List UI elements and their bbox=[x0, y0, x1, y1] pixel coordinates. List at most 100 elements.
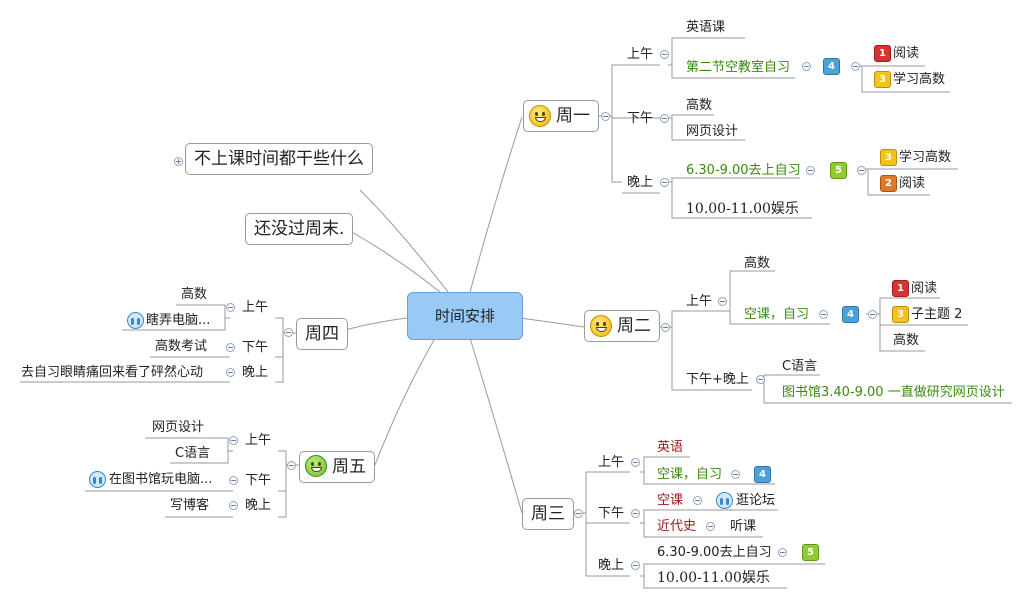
wed-am-label[interactable]: 上午 bbox=[598, 455, 625, 470]
tuesday-label: 周二 bbox=[617, 316, 651, 336]
collapse-icon[interactable] bbox=[778, 548, 787, 557]
wed-pm-sub-item[interactable]: 逛论坛 bbox=[736, 493, 776, 508]
collapse-icon[interactable] bbox=[229, 476, 238, 485]
thu-pm-item[interactable]: 高数考试 bbox=[155, 339, 208, 354]
topic-weekend[interactable]: 还没过周末. bbox=[245, 213, 354, 245]
collapse-icon[interactable] bbox=[819, 310, 828, 319]
fri-eve-item[interactable]: 写博客 bbox=[170, 498, 210, 513]
thu-eve-label[interactable]: 晚上 bbox=[242, 365, 269, 380]
tue-pm-eve-item[interactable]: C语言 bbox=[782, 359, 818, 374]
wed-eve-label[interactable]: 晚上 bbox=[598, 558, 625, 573]
fri-pm-item[interactable]: 在图书馆玩电脑... bbox=[109, 472, 213, 487]
tue-am-item[interactable]: 空课，自习 bbox=[744, 307, 810, 322]
wed-eve-item[interactable]: 10.00-11.00娱乐 bbox=[657, 570, 770, 586]
collapse-icon[interactable] bbox=[660, 50, 669, 59]
priority-badge-icon: 4 bbox=[754, 466, 771, 483]
wed-am-item[interactable]: 英语 bbox=[657, 440, 684, 455]
topic-wednesday[interactable]: 周三 bbox=[522, 498, 574, 530]
friday-label: 周五 bbox=[332, 457, 366, 477]
collapse-icon[interactable] bbox=[226, 343, 235, 352]
thu-am-label[interactable]: 上午 bbox=[242, 300, 269, 315]
fri-pm-label[interactable]: 下午 bbox=[245, 473, 272, 488]
thu-am-item[interactable]: 高数 bbox=[181, 287, 208, 302]
priority-badge-icon: 3 bbox=[892, 306, 909, 323]
collapse-icon[interactable] bbox=[706, 522, 715, 531]
monday-label: 周一 bbox=[556, 106, 590, 126]
tue-am-label[interactable]: 上午 bbox=[686, 294, 713, 309]
tue-am-sub-item[interactable]: 阅读 bbox=[911, 281, 938, 296]
mon-eve-item[interactable]: 10.00-11.00娱乐 bbox=[686, 201, 799, 217]
crying-icon bbox=[89, 471, 106, 488]
mon-pm-item[interactable]: 网页设计 bbox=[686, 124, 739, 139]
fri-eve-label[interactable]: 晚上 bbox=[245, 498, 272, 513]
wed-pm-label[interactable]: 下午 bbox=[598, 506, 625, 521]
topic-free-time[interactable]: 不上课时间都干些什么 bbox=[185, 143, 373, 175]
mon-am-sub-item[interactable]: 学习高数 bbox=[893, 72, 946, 87]
smiley-icon bbox=[529, 105, 551, 127]
collapse-icon[interactable] bbox=[806, 166, 815, 175]
collapse-icon[interactable] bbox=[284, 328, 293, 337]
tue-am-item[interactable]: 高数 bbox=[744, 256, 771, 271]
collapse-icon[interactable] bbox=[802, 62, 811, 71]
priority-badge-icon: 3 bbox=[880, 149, 897, 166]
priority-badge-icon: 4 bbox=[823, 58, 840, 75]
fri-am-item[interactable]: C语言 bbox=[175, 446, 211, 461]
collapse-icon[interactable] bbox=[756, 375, 765, 384]
wed-pm-sub-item[interactable]: 听课 bbox=[730, 519, 757, 534]
tue-am-sub-item[interactable]: 子主题 2 bbox=[911, 307, 963, 322]
collapse-icon[interactable] bbox=[660, 114, 669, 123]
collapse-icon[interactable] bbox=[226, 368, 235, 377]
collapse-icon[interactable] bbox=[229, 501, 238, 510]
tue-pm-eve-item[interactable]: 图书馆3.40-9.00 一直做研究网页设计 bbox=[782, 385, 1005, 400]
mon-pm-item[interactable]: 高数 bbox=[686, 98, 713, 113]
thu-am-item[interactable]: 瞎弄电脑... bbox=[146, 313, 211, 328]
topic-monday[interactable]: 周一 bbox=[523, 100, 599, 132]
collapse-icon[interactable] bbox=[851, 62, 860, 71]
thu-eve-item[interactable]: 去自习眼睛痛回来看了砰然心动 bbox=[21, 365, 204, 380]
mon-am-sub-item[interactable]: 阅读 bbox=[893, 46, 920, 61]
collapse-icon[interactable] bbox=[574, 509, 583, 518]
collapse-icon[interactable] bbox=[631, 561, 640, 570]
mon-eve-sub-item[interactable]: 阅读 bbox=[899, 176, 926, 191]
wed-am-item[interactable]: 空课，自习 bbox=[657, 467, 723, 482]
fri-am-label[interactable]: 上午 bbox=[245, 433, 272, 448]
priority-badge-icon: 5 bbox=[830, 162, 847, 179]
mon-am-label[interactable]: 上午 bbox=[627, 47, 654, 62]
priority-badge-icon: 1 bbox=[874, 45, 891, 62]
collapse-icon[interactable] bbox=[857, 166, 866, 175]
mon-am-item[interactable]: 第二节空教室自习 bbox=[686, 60, 791, 75]
collapse-icon[interactable] bbox=[868, 310, 877, 319]
wed-eve-item[interactable]: 6.30-9.00去上自习 bbox=[657, 545, 772, 560]
collapse-icon[interactable] bbox=[631, 509, 640, 518]
mon-pm-label[interactable]: 下午 bbox=[627, 111, 654, 126]
wed-pm-item[interactable]: 近代史 bbox=[657, 519, 697, 534]
tue-pm-eve-label[interactable]: 下午+晚上 bbox=[686, 372, 749, 387]
collapse-icon[interactable] bbox=[693, 496, 702, 505]
fri-am-item[interactable]: 网页设计 bbox=[152, 420, 205, 435]
priority-badge-icon: 4 bbox=[842, 306, 859, 323]
collapse-icon[interactable] bbox=[229, 436, 238, 445]
smiley-icon bbox=[305, 455, 327, 477]
collapse-icon[interactable] bbox=[731, 470, 740, 479]
mon-eve-item[interactable]: 6.30-9.00去上自习 bbox=[686, 163, 801, 178]
wed-pm-item[interactable]: 空课 bbox=[657, 493, 684, 508]
crying-icon bbox=[127, 312, 144, 329]
collapse-icon[interactable] bbox=[287, 461, 296, 470]
central-topic[interactable]: 时间安排 bbox=[407, 292, 523, 340]
collapse-icon[interactable] bbox=[660, 178, 669, 187]
collapse-icon[interactable] bbox=[631, 458, 640, 467]
collapse-icon[interactable] bbox=[226, 303, 235, 312]
mon-eve-sub-item[interactable]: 学习高数 bbox=[899, 150, 952, 165]
topic-thursday[interactable]: 周四 bbox=[296, 318, 348, 350]
thu-pm-label[interactable]: 下午 bbox=[242, 340, 269, 355]
expand-icon[interactable] bbox=[174, 157, 183, 166]
crying-icon bbox=[716, 492, 733, 509]
mon-eve-label[interactable]: 晚上 bbox=[627, 175, 654, 190]
priority-badge-icon: 2 bbox=[880, 175, 897, 192]
collapse-icon[interactable] bbox=[661, 323, 670, 332]
collapse-icon[interactable] bbox=[718, 297, 727, 306]
tue-am-sub-item[interactable]: 高数 bbox=[893, 333, 920, 348]
mon-am-item[interactable]: 英语课 bbox=[686, 20, 726, 35]
collapse-icon[interactable] bbox=[601, 112, 610, 121]
